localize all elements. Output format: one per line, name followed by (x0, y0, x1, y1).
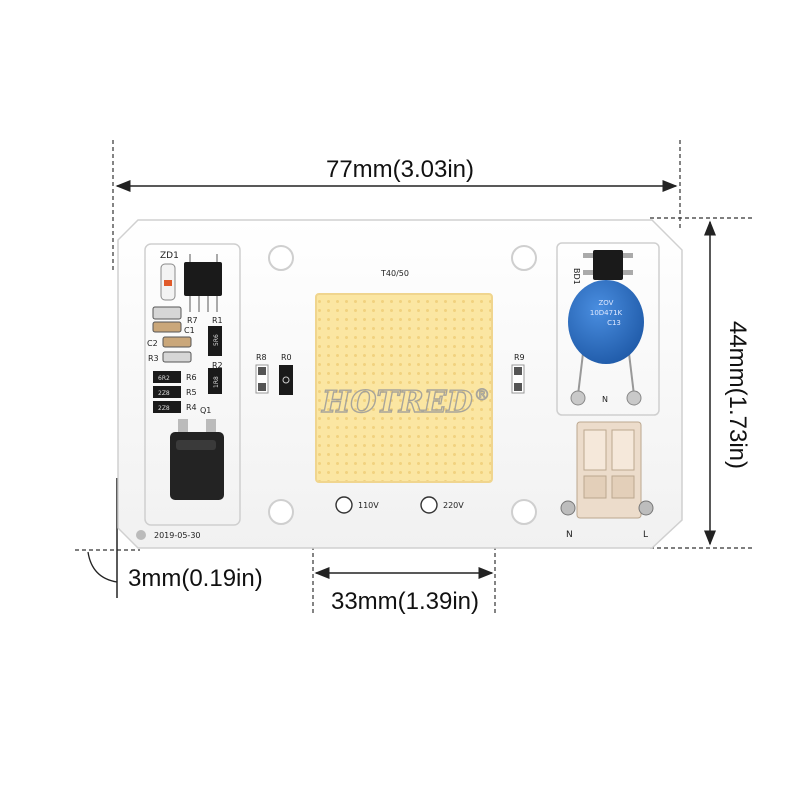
date-label: 2019-05-30 (154, 531, 201, 540)
mounting-hole (511, 245, 537, 271)
r2-code: 1R8 (213, 376, 220, 388)
capacitor-c2 (162, 336, 192, 348)
resistor-r3 (162, 351, 192, 363)
margin-label: 3mm(0.19in) (128, 565, 263, 592)
voltage-low-label: 110V (358, 501, 379, 510)
varistor-text-2: 10D471K (590, 309, 623, 317)
chip-width-label: 33mm(1.39in) (331, 588, 479, 615)
label-c2: C2 (147, 339, 158, 348)
height-dimension: 44mm(1.73in) (704, 220, 751, 546)
terminal-n-label: N (566, 530, 573, 540)
label-r9: R9 (514, 353, 525, 362)
label-r7: R7 (187, 316, 198, 325)
capacitor-c1 (152, 321, 182, 333)
varistor-n-label: N (602, 395, 608, 404)
fiducial-dot (136, 530, 146, 540)
varistor: ZOV 10D471K C13 (568, 280, 644, 396)
label-zd1: ZD1 (160, 251, 179, 261)
watermark-brand: HOTRED (321, 385, 473, 420)
solder-joint (626, 390, 642, 406)
resistor-r1 (208, 326, 222, 356)
voltage-select-220-pad (420, 496, 438, 514)
varistor-text-3: C13 (607, 319, 621, 327)
r4-code: 2Z8 (158, 405, 170, 412)
r6-code: 6R2 (158, 375, 170, 382)
transistor-q1 (170, 419, 224, 500)
label-q1: Q1 (200, 406, 211, 415)
voltage-high-label: 220V (443, 501, 464, 510)
label-r2: R2 (212, 361, 223, 370)
label-c1: C1 (184, 326, 195, 335)
voltage-select-110-pad (335, 496, 353, 514)
mounting-hole (268, 499, 294, 525)
height-label: 44mm(1.73in) (724, 321, 751, 469)
resistor-r4 (153, 401, 181, 413)
driver-section-outline (144, 243, 241, 526)
varistor-text-1: ZOV (599, 299, 614, 307)
bridge-rectifier (593, 250, 623, 280)
bridge-label: BD1 (572, 268, 581, 285)
pcb-board: ZD1 R7 R1 C1 5R6 C2 R3 R2 1R8 6R2 R6 2Z8… (117, 219, 683, 549)
label-r8: R8 (256, 353, 267, 362)
resistor-r5 (153, 386, 181, 398)
resistor-r7 (152, 306, 182, 320)
mounting-hole (268, 245, 294, 271)
label-r5: R5 (186, 388, 197, 397)
brand-watermark: HOTRED ® (320, 384, 490, 420)
terminal-block (576, 421, 642, 519)
width-label: 77mm(3.03in) (326, 156, 474, 183)
input-section-outline (556, 242, 660, 416)
driver-ic (184, 262, 222, 296)
resistor-r2 (208, 368, 222, 394)
solder-joint (570, 390, 586, 406)
r1-code: 5R6 (213, 334, 220, 346)
terminal-l-label: L (643, 530, 648, 540)
model-label: T40/50 (380, 269, 409, 278)
label-r1: R1 (212, 316, 223, 325)
chip-width-dimension: 33mm(1.39in) (314, 567, 494, 615)
label-r3: R3 (148, 354, 159, 363)
watermark-registered: ® (474, 385, 490, 404)
resistor-r6 (153, 371, 181, 383)
pad-r0 (279, 365, 293, 395)
mounting-hole (511, 499, 537, 525)
margin-dimension: 3mm(0.19in) (87, 478, 263, 598)
label-r4: R4 (186, 403, 197, 412)
r5-code: 2Z8 (158, 390, 170, 397)
led-cob-chip (315, 293, 493, 483)
terminal-screw (560, 500, 576, 516)
label-r6: R6 (186, 373, 197, 382)
terminal-screw (638, 500, 654, 516)
width-dimension: 77mm(3.03in) (115, 156, 678, 192)
label-r0: R0 (281, 353, 292, 362)
